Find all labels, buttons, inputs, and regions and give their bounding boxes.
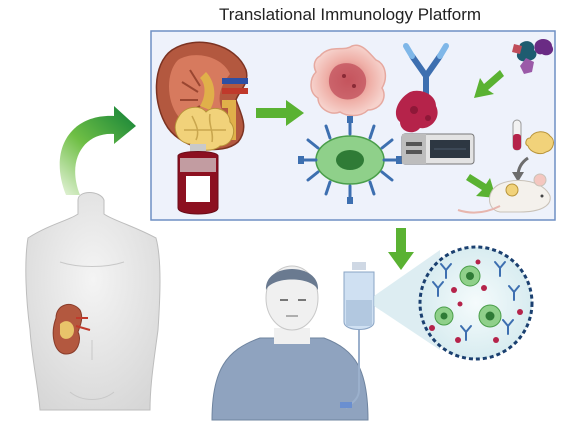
kidney-icon [52,303,91,355]
blood-bag-icon [177,144,219,215]
sequencer-icon [401,133,475,165]
zoom-circle [418,245,534,361]
body-icon [25,192,161,411]
arrow-down-right-icon [466,174,496,198]
arrow-right-icon [256,100,304,126]
iv-bag-icon [340,262,375,409]
antibody-icon [432,261,520,341]
test-tube-icon [512,119,522,151]
curved-arrow-icon [59,106,137,195]
antibody-icon [395,43,449,133]
arrow-down-left-icon [474,70,504,98]
tumor-mass-icon [174,106,235,151]
immune-cell-icon [434,265,502,328]
platform-title: Translational Immunology Platform [218,5,482,24]
immune-cell-icon [298,116,402,204]
mouse-icon [457,173,551,214]
patient-icon [211,265,369,421]
molecules-icon [512,39,554,74]
curved-arrow-small-icon [512,156,529,182]
tumor-antigen-icon [429,259,523,343]
arrow-down-icon [388,228,414,270]
zoom-beam [374,250,440,350]
tumor-cell-icon [310,44,387,117]
tumor-sample-icon [525,131,554,155]
